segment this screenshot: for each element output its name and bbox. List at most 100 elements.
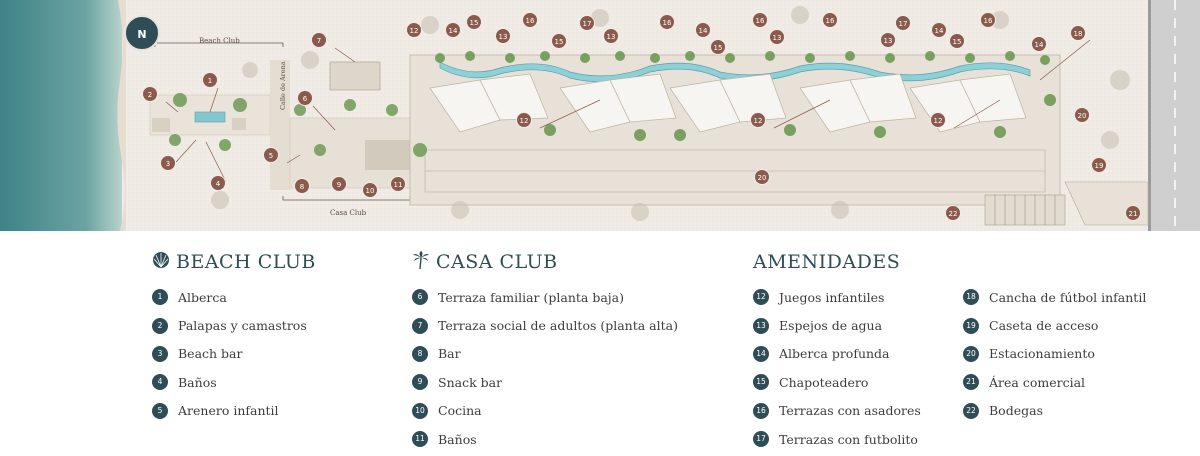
legend-number-badge: 6 [412,289,428,306]
legend-item-label: Terrazas con futbolito [779,431,918,447]
map-marker-16: 16 [980,12,996,28]
beach-club-heading: BEACH CLUB [152,249,316,275]
legend-item: 5 Arenero infantil [152,397,316,425]
legend-number-badge: 2 [152,317,168,334]
map-marker-14: 14 [1031,36,1047,52]
map-marker-5: 5 [263,147,279,163]
compass-north-icon: N [119,10,169,60]
legend-item-label: Área comercial [989,374,1086,390]
legend-number-badge: 19 [963,317,979,334]
legend-number-badge: 7 [412,317,428,334]
legend-item-label: Chapoteadero [779,374,869,390]
map-marker-9: 9 [331,176,347,192]
map-marker-2: 2 [142,86,158,102]
legend-number-badge: 12 [753,289,769,306]
legend-number-badge: 14 [753,345,769,362]
legend-item: 12 Juegos infantiles [753,283,921,311]
map-marker-14: 14 [695,22,711,38]
map-marker-10: 10 [362,182,378,198]
legend-item: 21 Área comercial [963,368,1146,396]
legend-item: 2 Palapas y camastros [152,311,316,339]
map-marker-12: 12 [516,112,532,128]
map-marker-16: 16 [659,14,675,30]
map-marker-15: 15 [551,33,567,49]
legend-number-badge: 21 [963,374,979,391]
legend-number-badge: 1 [152,289,168,306]
map-marker-22: 22 [945,205,961,221]
legend-item: 7 Terraza social de adultos (planta alta) [412,311,678,339]
casa-club-map-label: Casa Club [330,209,367,217]
legend-item-label: Alberca [178,289,227,305]
legend-item-label: Caseta de acceso [989,318,1099,334]
beach-pool [194,111,226,123]
map-marker-7: 7 [311,32,327,48]
legend-item-label: Espejos de agua [779,318,883,334]
legend-item: 20 Estacionamiento [963,340,1146,368]
legend-item: 11 Baños [412,425,678,453]
legend-item: 1 Alberca [152,283,316,311]
legend-beach-club: BEACH CLUB 1 Alberca 2 Palapas y camastros 3… [152,249,316,425]
map-marker-1: 1 [202,72,218,88]
map-marker-14: 14 [931,22,947,38]
map-marker-13: 13 [880,32,896,48]
amenidades-title: AMENIDADES [753,251,901,273]
map-marker-6: 6 [297,90,313,106]
map-marker-20: 20 [1074,107,1090,123]
legend-item-label: Baños [178,374,217,390]
legend-item: 15 Chapoteadero [753,368,921,396]
map-marker-3: 3 [160,155,176,171]
site-plan-drawing [0,0,1200,231]
map-marker-15: 15 [949,33,965,49]
legend-item-label: Baños [438,431,477,447]
legend-item-label: Alberca profunda [779,346,890,362]
map-marker-12: 12 [750,112,766,128]
legend-item-label: Estacionamiento [989,346,1095,362]
map-marker-19: 19 [1091,157,1107,173]
ocean [0,0,122,231]
legend-number-badge: 11 [412,431,428,448]
legend-number-badge: 20 [963,345,979,362]
map-marker-14: 14 [445,22,461,38]
legend: BEACH CLUB 1 Alberca 2 Palapas y camastros 3… [0,231,1200,456]
map-marker-13: 13 [603,28,619,44]
legend-number-badge: 4 [152,374,168,391]
legend-item-label: Palapas y camastros [178,318,307,334]
map-marker-17: 17 [895,15,911,31]
legend-item-label: Juegos infantiles [779,289,885,305]
palm-tree-icon [412,250,430,275]
map-marker-16: 16 [822,12,838,28]
map-marker-13: 13 [769,29,785,45]
legend-item-label: Beach bar [178,346,243,362]
legend-item-label: Snack bar [438,374,503,390]
legend-item-label: Arenero infantil [178,403,279,419]
casa-club-heading: CASA CLUB [412,249,678,275]
map-marker-12: 12 [406,22,422,38]
legend-item-label: Bodegas [989,403,1043,419]
legend-item-label: Cocina [438,403,482,419]
map-marker-8: 8 [294,178,310,194]
map-marker-11: 11 [390,176,406,192]
map-marker-16: 16 [522,12,538,28]
map-marker-16: 16 [752,12,768,28]
legend-item-label: Terraza social de adultos (planta alta) [438,318,678,334]
shell-icon [152,251,170,274]
map-marker-18: 18 [1070,25,1086,41]
legend-number-badge: 15 [753,374,769,391]
legend-number-badge: 18 [963,289,979,306]
map-marker-15: 15 [710,39,726,55]
legend-number-badge: 5 [152,402,168,419]
